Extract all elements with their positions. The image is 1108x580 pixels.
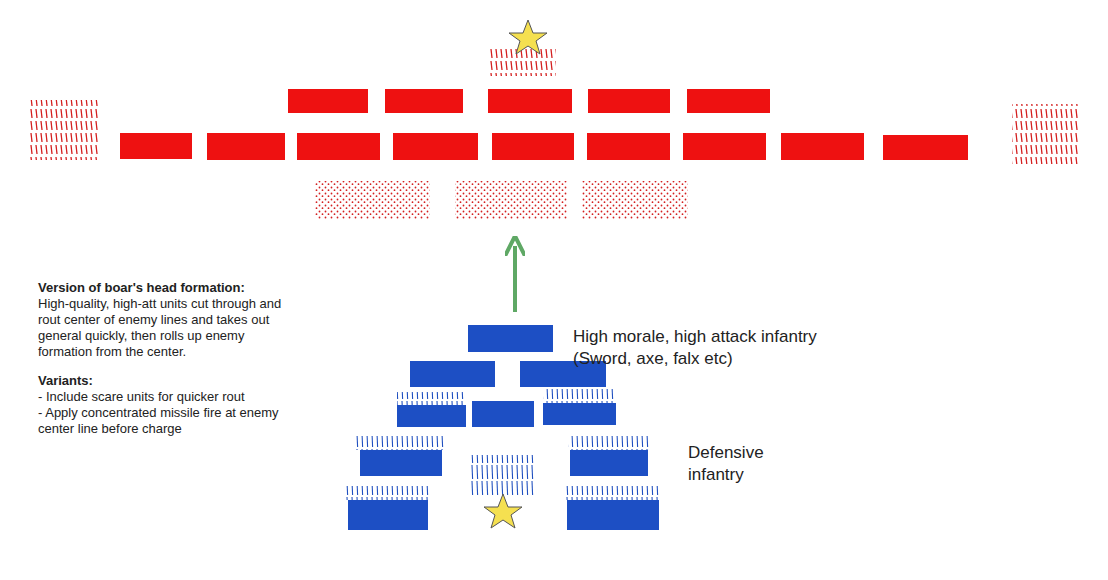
general-star [484,494,522,528]
general-star [509,20,547,54]
enemy-general-unit [490,48,556,76]
enemy-infantry-row [120,89,968,160]
note-heading: Version of boar's head formation: [38,280,300,296]
enemy-skirmishers [315,181,688,219]
enemy-cavalry [1012,104,1080,164]
defensive-infantry [348,450,659,530]
variant-item: - Include scare units for quicker rout [38,389,300,405]
attack-infantry-label: High morale, high attack infantry (Sword… [573,326,873,370]
variant-item: - Apply concentrated missile fire at ene… [38,405,300,437]
note-body: High-quality, high-att units cut through… [38,296,300,360]
defensive-infantry-label: Defensive infantry [688,442,798,486]
advance-arrow [513,246,517,312]
note-block: Version of boar's head formation:High-qu… [38,280,300,437]
variants-heading: Variants: [38,373,300,389]
enemy-cavalry [28,100,98,160]
spear-points [345,389,660,500]
